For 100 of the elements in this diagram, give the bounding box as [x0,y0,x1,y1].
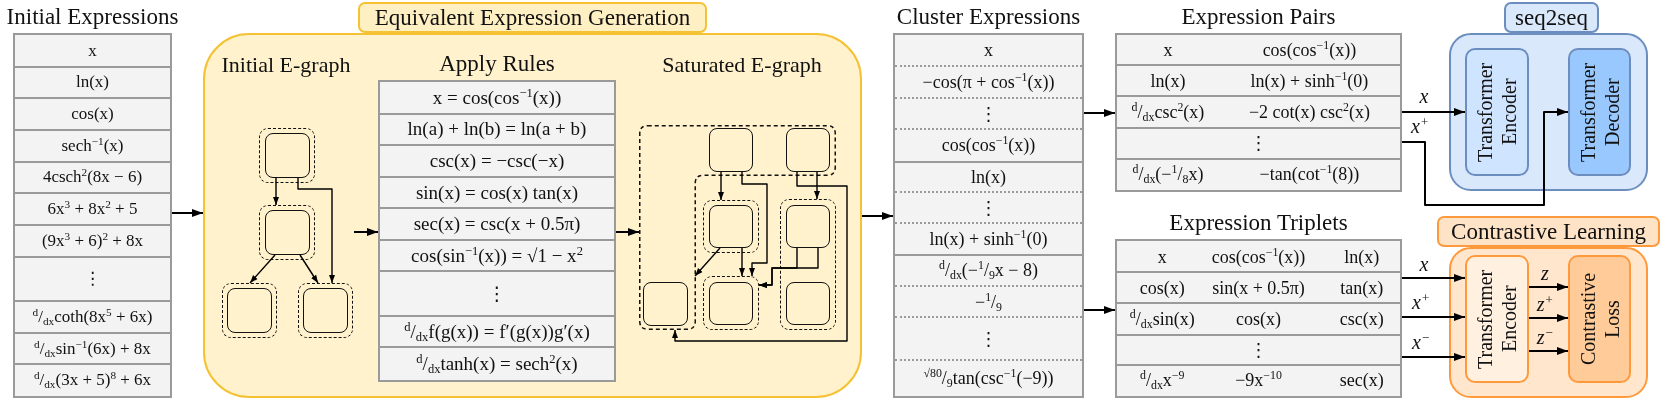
arrow [297,177,335,284]
math-expression: cos(x) [1236,308,1281,330]
arrow [1401,353,1466,361]
table-title: Apply Rules [439,51,555,78]
edge-label: x [1419,253,1429,275]
e-node-box [785,281,830,325]
math-expression: −2 cot(x) csc$^{2}$(x) [1248,101,1370,123]
e-class-box [703,276,759,330]
math-expression: sec(x) = csc(x + 0.5π) [413,213,581,235]
math-expression: ln(x) [1150,70,1186,92]
arrow [1528,347,1569,355]
math-expression: 4csch$^{2}$(8x − 6) [42,167,143,188]
e-class-box [639,125,836,330]
vertical-ellipsis: ⋮ [487,282,507,305]
math-expression: −cos(π + cos$^{−1}$(x)) [922,71,1055,93]
math-expression: $^{d}$/$_{dx}$coth(8x$^{5}$ + 6x) [32,307,153,327]
section-heading: Saturated E-graph [662,52,822,78]
vertical-ellipsis: ⋮ [1249,132,1268,154]
math-expression: $^{d}$/$_{dx}$(−$^{1}$/$_{8}$x) [1132,164,1204,185]
arrow [739,247,745,277]
edge-label: z$^{+}$ [1536,293,1554,315]
arrow [1083,306,1116,314]
edge-label: x$^{+}$ [1411,115,1429,137]
edge-label: z$^{−}$ [1536,326,1554,348]
math-expression: cos(x) [71,104,114,124]
math-expression: cos(x) [1139,277,1185,299]
title-tab: Equivalent Expression Generation [358,2,707,33]
math-expression: ln(x) [1344,246,1380,267]
arrow [814,171,820,200]
table-title: Expression Pairs [1181,4,1336,31]
arrow [171,209,204,217]
math-expression: sec(x) [1339,370,1384,391]
math-expression: x [1157,246,1167,267]
arrow [249,254,276,284]
vertical-ellipsis: ⋮ [979,103,998,124]
edge-label: x$^{−}$ [1412,331,1430,353]
math-expression: $^{d}$/$_{dx}$(3x + 5)$^{8}$ + 6x [33,370,152,390]
math-expression: x [984,40,993,61]
component-box: Transformer Encoder [1465,48,1529,176]
title-tab: Contrastive Learning [1437,216,1660,247]
vertical-ellipsis: ⋮ [979,328,998,349]
arrow [1401,108,1569,206]
title-tab: seq2seq [1504,2,1599,33]
math-expression: x = cos(cos$^{−1}$(x)) [432,86,562,109]
math-expression: cos(cos$^{−1}$(x)) [1211,246,1306,267]
math-expression: −tan(cot$^{−1}$(8)) [1259,164,1360,185]
edge-label: z [1541,262,1549,284]
math-expression: ln(x) + sinh$^{−1}$(0) [929,228,1048,250]
arrow [1401,274,1466,282]
math-expression: $^{√80}$/$_{9}$tan(csc$^{−1}$(−9)) [923,367,1054,389]
table-title: Initial Expressions [6,4,179,31]
arrow [758,247,819,288]
math-expression: $^{d}$/$_{dx}$f(g(x)) = f′(g(x))g′(x) [404,320,590,343]
e-node-box [708,281,753,325]
arrow [299,254,319,284]
math-expression: (9x$^{3}$ + 6)$^{2}$ + 8x [41,230,144,251]
math-expression: csc(x) [1339,308,1384,330]
math-expression: $^{d}$/$_{dx}$sin(x) [1129,308,1195,330]
vertical-ellipsis: ⋮ [84,269,101,289]
e-class-box [703,200,759,253]
math-expression: csc(x) = −csc(−x) [429,150,565,172]
math-expression: $^{d}$/$_{dx}$csc$^{2}$(x) [1131,101,1205,123]
arrow [1528,314,1569,322]
math-expression: $^{d}$/$_{dx}$sin$^{−1}$(6x) + 8x [34,338,151,359]
math-expression: $^{d}$/$_{dx}$tanh(x) = sech$^{2}$(x) [416,352,578,375]
arrow [861,212,894,220]
e-class-box [780,199,836,330]
vertical-ellipsis: ⋮ [979,197,998,218]
math-expression: ln(a) + ln(b) = ln(a + b) [407,118,587,141]
math-expression: ln(x) + sinh$^{−1}$(0) [1250,70,1369,92]
math-expression: x [1163,39,1173,61]
arrow [615,228,640,236]
e-node-box [785,204,830,248]
math-expression: cos(cos$^{−1}$(x)) [1262,39,1357,61]
arrow [353,228,379,236]
math-expression: sin(x + 0.5π) [1212,277,1305,299]
math-expression: cos(cos$^{−1}$(x)) [941,134,1036,156]
math-expression: sech$^{−1}$(x) [61,136,124,156]
math-expression: $^{d}$/$_{dx}$(−$^{1}$/$_{9}$x − 8) [939,260,1038,281]
arrow [1401,313,1466,321]
component-box: Transformer Decoder [1568,48,1631,176]
math-expression: sin(x) = cos(x) tan(x) [415,181,579,204]
math-expression: ln(x) [76,72,109,93]
arrow [718,171,724,201]
table-title: Expression Triplets [1169,210,1348,237]
edge-label: x [1419,85,1429,107]
arrow [273,177,279,206]
math-expression: −9x$^{−10}$ [1235,370,1282,391]
vertical-ellipsis: ⋮ [1249,339,1268,361]
edge-label: x$^{+}$ [1412,291,1430,313]
math-expression: −$^{1}$/$_{9}$ [975,291,1002,312]
e-node-box [643,282,688,326]
arrow [1083,109,1116,117]
arrow [694,247,721,277]
table-title: Cluster Expressions [896,4,1081,31]
e-node-box [709,128,753,172]
section-heading: Initial E-graph [221,52,351,78]
component-box: Transformer Encoder [1465,255,1529,383]
math-expression: $^{d}$/$_{dx}$x$^{−9}$ [1140,370,1185,391]
e-node-box [786,128,830,172]
